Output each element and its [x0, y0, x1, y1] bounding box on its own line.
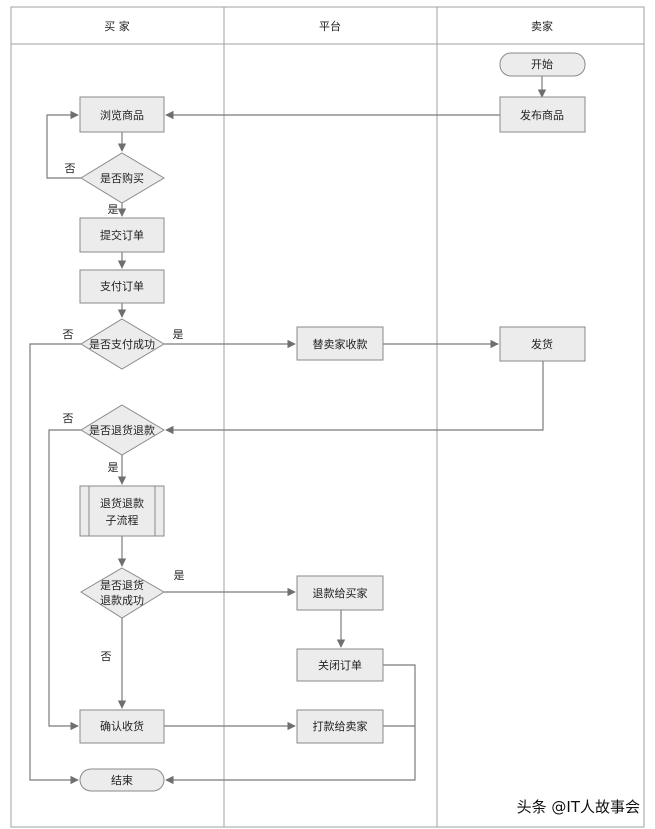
node-decide-refund-label: 是否退货退款	[89, 423, 155, 437]
node-end: 结束	[79, 768, 165, 792]
node-refund-buyer: 退款给买家	[296, 575, 384, 611]
lane-title-seller: 卖家	[531, 19, 553, 33]
node-pay-order-label: 支付订单	[100, 280, 144, 293]
node-decide-refund-ok: 是否退货 退款成功	[80, 567, 165, 619]
node-decide-buy-label: 是否购买	[100, 171, 144, 185]
node-pay-seller: 打款给卖家	[296, 709, 384, 744]
node-start-label: 开始	[531, 57, 553, 71]
edge-label-refund-no: 否	[63, 412, 74, 425]
node-refund-subprocess-line1: 退货退款	[100, 496, 144, 510]
lane-title-buyer: 买 家	[104, 19, 130, 33]
node-close-order-label: 关闭订单	[318, 658, 362, 672]
edge-buy-no-loop	[46, 110, 81, 179]
node-collect-for-seller-label: 替卖家收款	[313, 337, 368, 351]
edge-paid-no	[29, 343, 81, 785]
node-publish-goods: 发布商品	[499, 96, 586, 133]
node-pay-seller-label: 打款给卖家	[313, 719, 368, 733]
node-decide-refund: 是否退货退款	[80, 404, 165, 456]
edge-label-paid-yes: 是	[173, 328, 184, 341]
node-browse-goods-label: 浏览商品	[100, 108, 144, 122]
node-decide-paid: 是否支付成功	[80, 318, 165, 370]
edge-refund-no	[48, 429, 81, 731]
node-decide-buy: 是否购买	[80, 152, 165, 204]
edge-label-refund-ok-no: 否	[101, 650, 112, 663]
node-confirm-receipt: 确认收货	[79, 709, 165, 744]
edge-close-to-end	[165, 664, 416, 785]
node-decide-paid-label: 是否支付成功	[89, 338, 155, 351]
node-ship-label: 发货	[531, 337, 553, 351]
flow-edges	[29, 76, 547, 785]
node-ship: 发货	[499, 326, 586, 362]
edge-label-refund-yes: 是	[108, 461, 119, 474]
lane-title-platform: 平台	[319, 19, 341, 33]
edge-label-buy-no: 否	[65, 162, 76, 175]
node-publish-goods-label: 发布商品	[520, 108, 564, 122]
node-confirm-receipt-label: 确认收货	[100, 719, 144, 733]
node-start: 开始	[499, 52, 586, 77]
node-submit-order-label: 提交订单	[100, 228, 144, 242]
node-decide-refund-ok-line1: 是否退货	[100, 578, 144, 592]
node-collect-for-seller: 替卖家收款	[296, 326, 384, 361]
node-refund-subprocess-line2: 子流程	[106, 513, 139, 527]
edge-label-paid-no: 否	[63, 328, 74, 341]
node-end-label: 结束	[111, 774, 133, 787]
node-refund-buyer-label: 退款给买家	[313, 586, 368, 600]
node-refund-subprocess: 退货退款 子流程	[79, 485, 165, 537]
node-decide-refund-ok-line2: 退款成功	[100, 593, 144, 607]
edge-ship-to-decide-refund	[165, 361, 544, 435]
edge-label-refund-ok-yes: 是	[174, 569, 185, 582]
node-browse-goods: 浏览商品	[79, 96, 165, 133]
watermark-text: 头条 @IT人故事会	[517, 798, 640, 816]
node-pay-order: 支付订单	[79, 269, 165, 304]
node-submit-order: 提交订单	[79, 217, 165, 253]
edge-label-buy-yes: 是	[108, 203, 119, 216]
node-close-order: 关闭订单	[296, 648, 384, 682]
